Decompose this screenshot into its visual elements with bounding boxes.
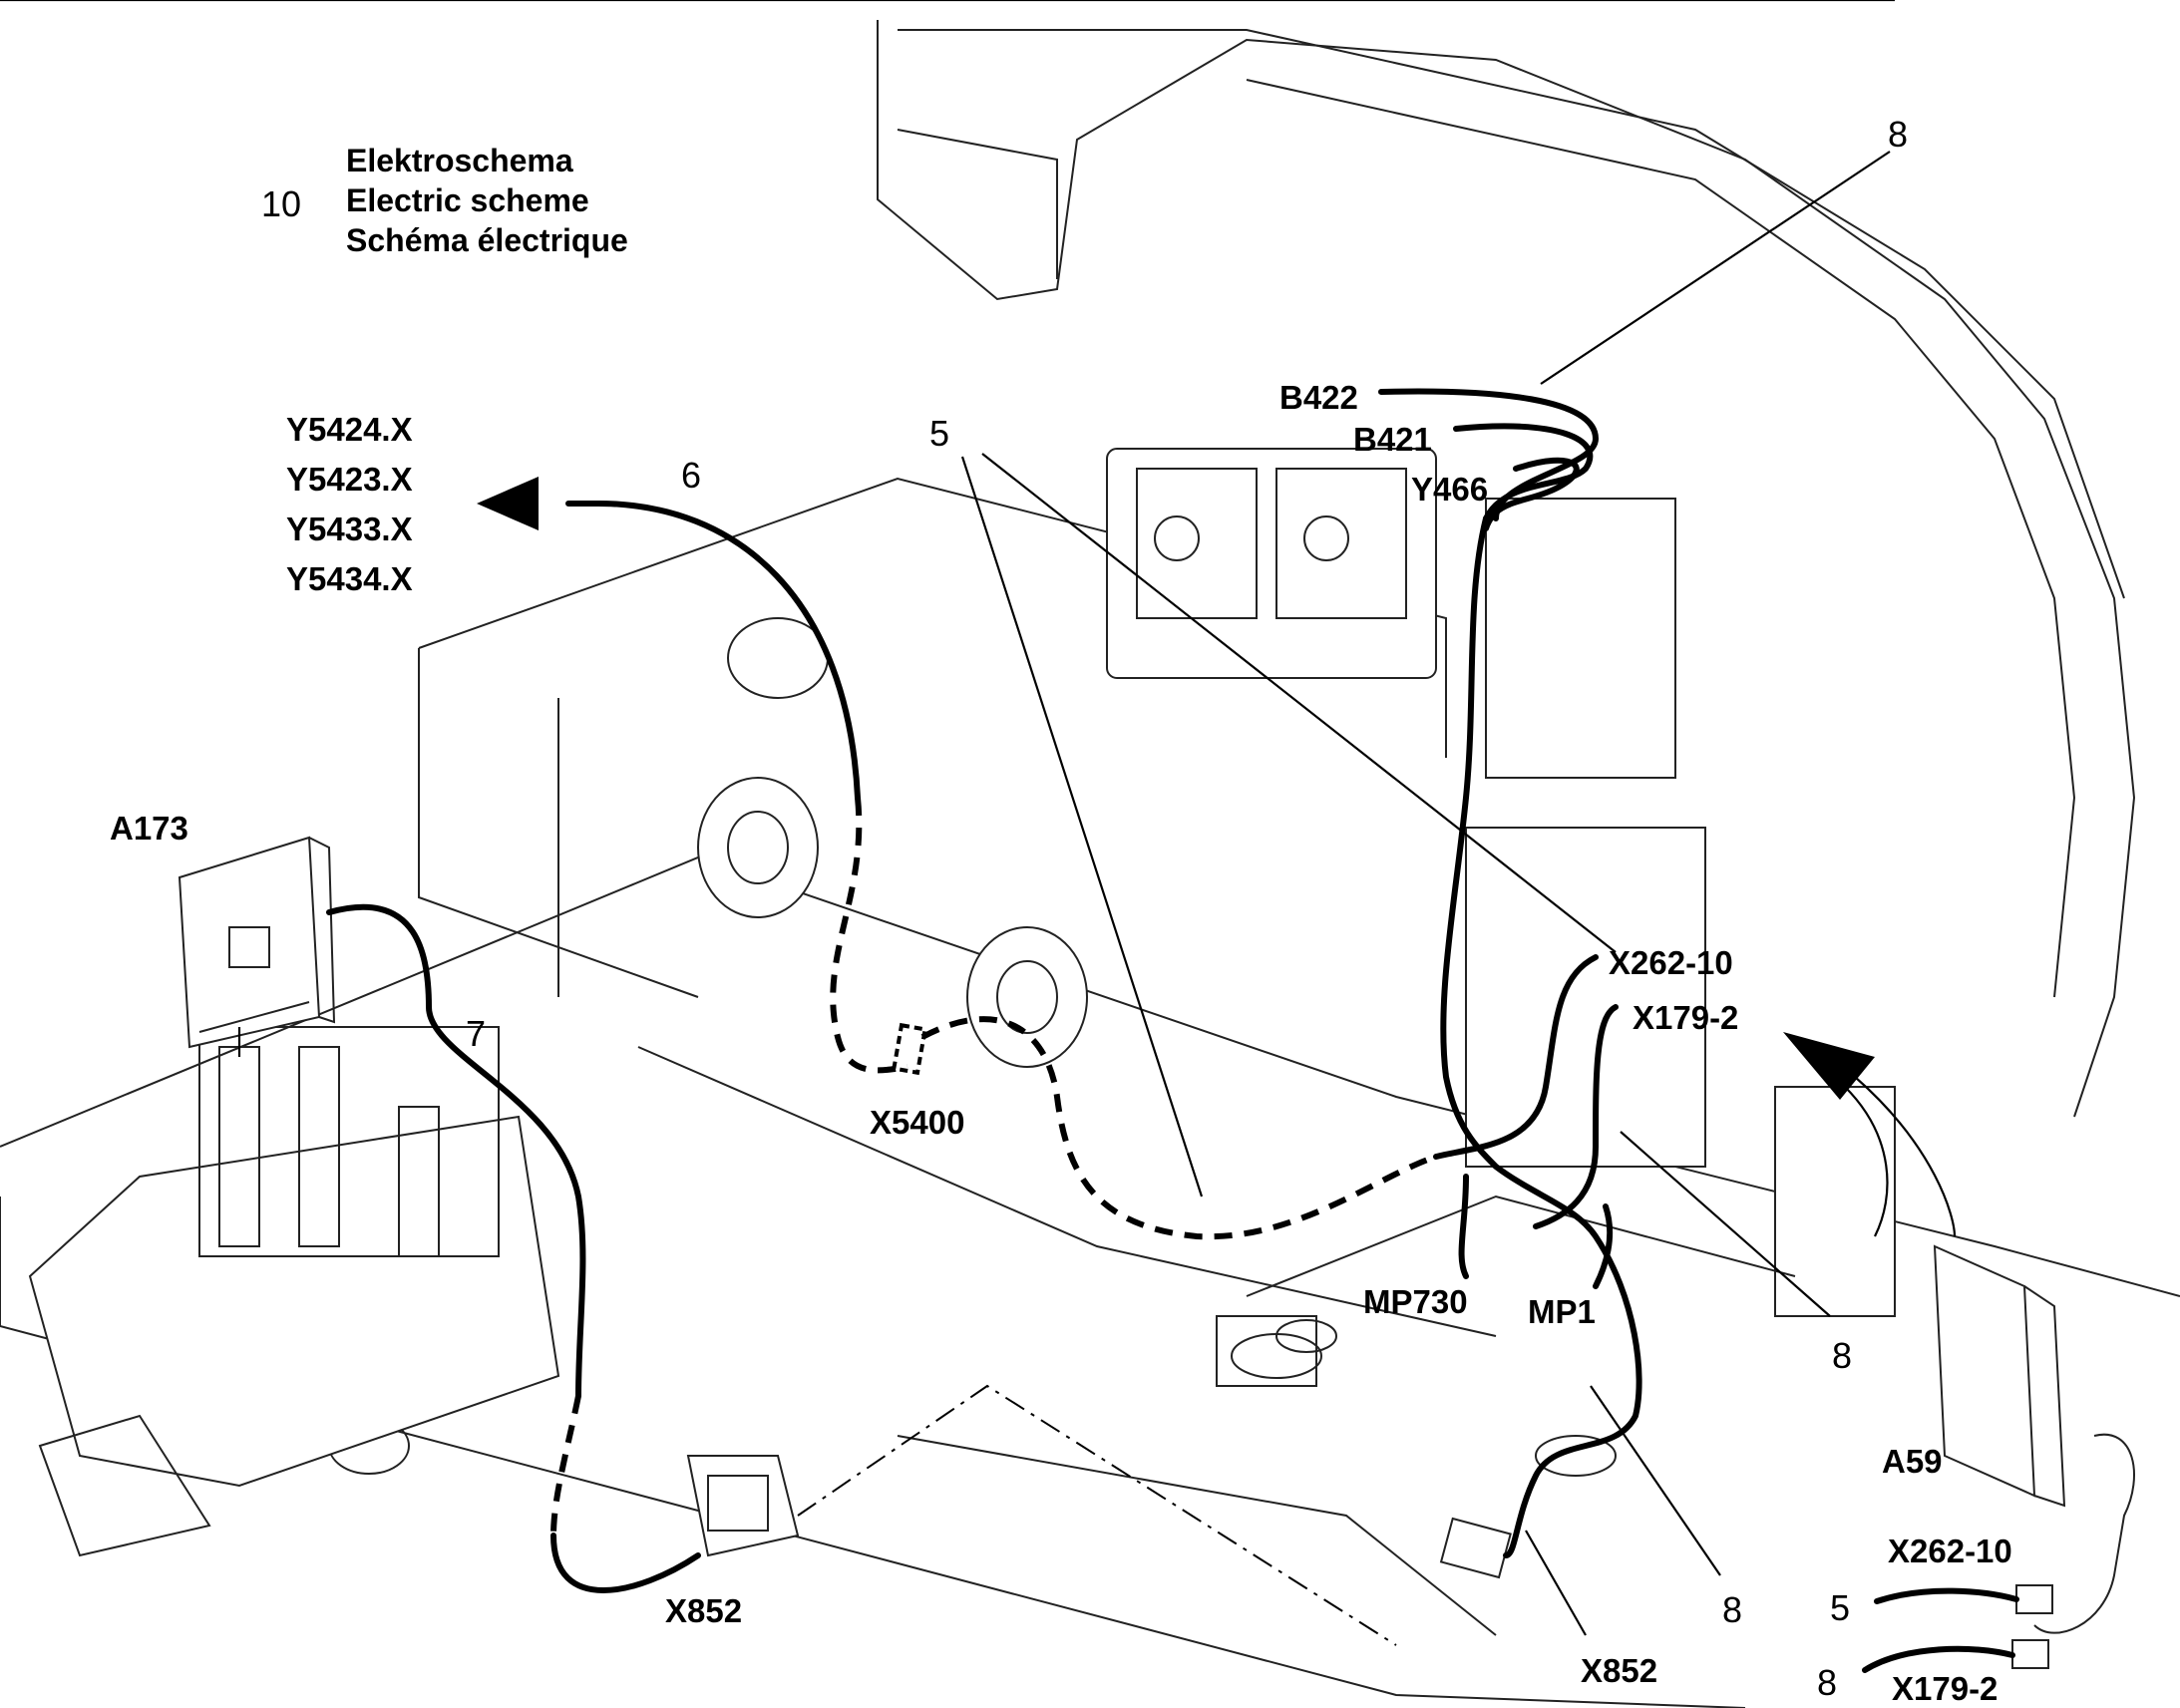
cable-8-y466: [1483, 457, 1580, 531]
legend-line-fr: Schéma électrique: [346, 222, 628, 258]
position-7: 7: [466, 1013, 486, 1054]
x852-connector-left: [686, 1455, 800, 1557]
target-y5424: Y5424.X: [286, 411, 413, 448]
label-x852-left: X852: [665, 1592, 742, 1629]
cable-7-solid-end: [550, 1533, 701, 1593]
position-6: 6: [681, 455, 701, 496]
cable-7-dashed: [550, 1395, 581, 1537]
inset-cable-8: [1862, 1645, 2015, 1673]
position-8-bottom: 8: [1722, 1589, 1742, 1630]
position-8-mid: 8: [1832, 1335, 1852, 1376]
x5400-connector: [892, 1022, 927, 1076]
cable-8-b421: [1453, 423, 1594, 521]
legend-number: 10: [261, 183, 301, 224]
cable-6-dashed: [830, 797, 908, 1074]
label-mp1: MP1: [1528, 1293, 1596, 1330]
position-5-top: 5: [929, 413, 949, 454]
cable-6-solid: [565, 501, 861, 801]
label-x179-2-inset: X179-2: [1892, 1670, 1998, 1707]
label-x262-10-main: X262-10: [1609, 944, 1733, 981]
legend-line-de: Elektroschema: [346, 143, 573, 178]
target-y5423: Y5423.X: [286, 461, 413, 498]
mp730-lead: [1458, 1174, 1469, 1279]
legend-line-en: Electric scheme: [346, 182, 589, 218]
label-b421: B421: [1353, 421, 1432, 458]
label-y466: Y466: [1411, 471, 1488, 508]
inset-cable-5: [1874, 1587, 2019, 1604]
mp1-lead: [1593, 1203, 1614, 1289]
leader-lines: [0, 0, 1895, 1636]
label-x852-right: X852: [1581, 1652, 1657, 1689]
reference-line-x852: [797, 1384, 1397, 1646]
cable-7-solid: [326, 903, 586, 1399]
a173-module: [178, 836, 336, 1049]
position-8-top: 8: [1888, 114, 1908, 155]
arrow-to-a59: [1783, 1032, 1875, 1100]
label-x262-10-inset: X262-10: [1888, 1533, 2012, 1569]
arrow-to-y54xx: [477, 477, 539, 530]
cable-8-trunk: [1440, 515, 1642, 1558]
target-y5434: Y5434.X: [286, 560, 413, 597]
machine-frame-drawing: [0, 20, 2180, 1708]
position-8-inset: 8: [1817, 1662, 1837, 1703]
position-5-inset: 5: [1830, 1587, 1850, 1628]
x852-connector-right: [1439, 1517, 1512, 1579]
a59-module: [1933, 1244, 2135, 1634]
cable-5-dashed: [920, 1016, 1437, 1240]
target-y5433: Y5433.X: [286, 511, 413, 547]
label-x179-2-main: X179-2: [1633, 999, 1738, 1036]
cable-8-x179: [1533, 1004, 1619, 1229]
label-mp730: MP730: [1363, 1283, 1468, 1320]
label-a173: A173: [110, 810, 188, 847]
cable-8-b422: [1378, 388, 1599, 521]
label-a59: A59: [1882, 1443, 1943, 1480]
label-b422: B422: [1279, 379, 1358, 416]
label-x5400: X5400: [870, 1104, 964, 1141]
